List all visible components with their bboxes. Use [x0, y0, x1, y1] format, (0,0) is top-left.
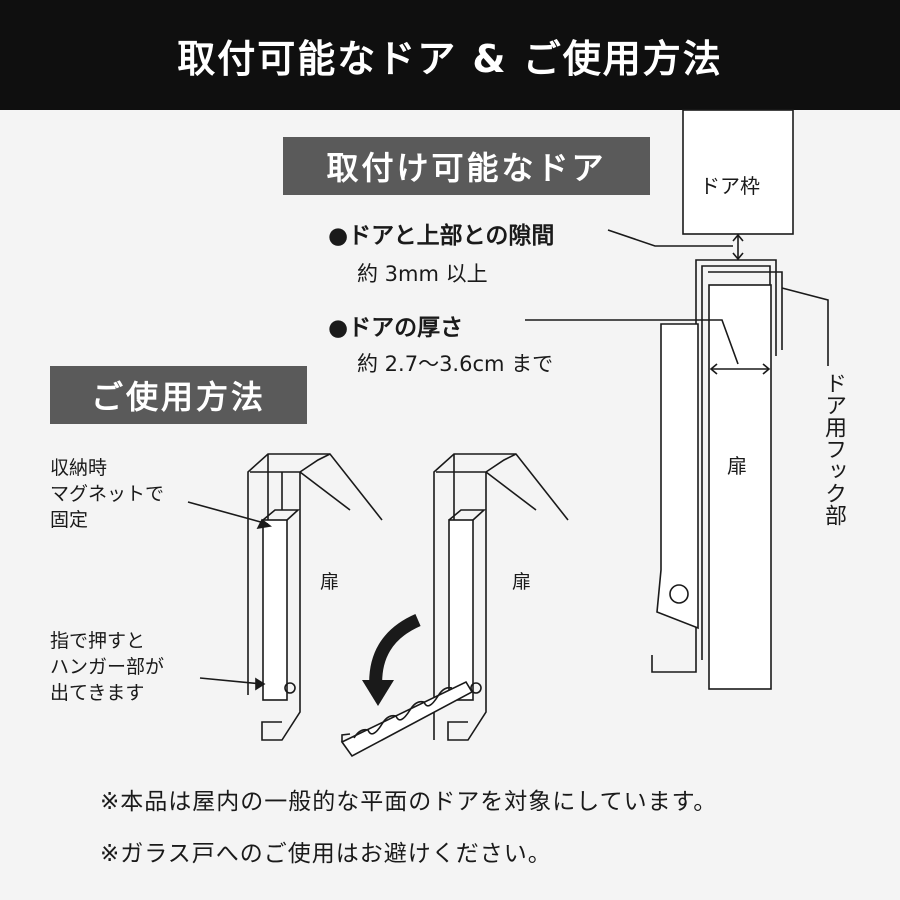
gap-spec-title: ●ドアと上部との隙間 — [328, 223, 555, 249]
press-note-line: 出てきます — [50, 682, 145, 704]
footnote-glass-doors: ※ガラス戸へのご使用はお避けください。 — [100, 841, 552, 867]
door-hook-label: ドア用フック部 — [821, 372, 846, 526]
thickness-spec-title: ●ドアの厚さ — [328, 315, 464, 341]
hanger-piece-shape — [656, 323, 699, 630]
usage-door-label-left: 扉 — [320, 571, 340, 593]
rotation-arrow — [362, 680, 394, 706]
door-label: 扉 — [727, 454, 747, 478]
press-note-line: 指で押すと — [50, 630, 146, 652]
thickness-spec-value: 約 2.7〜3.6cm まで — [357, 352, 554, 376]
gap-spec-value: 約 3mm 以上 — [357, 262, 488, 286]
press-note-line: ハンガー部が — [50, 656, 165, 678]
magnet-note-line: マグネットで — [50, 483, 165, 505]
usage-door-label-right: 扉 — [512, 571, 532, 593]
door-frame-label: ドア枠 — [700, 174, 760, 198]
section-heading-compatible-doors: 取付け可能なドア — [283, 137, 650, 195]
press-note: 指で押すと ハンガー部が 出てきます — [50, 628, 164, 706]
magnet-note: 収納時 マグネットで 固定 — [50, 455, 164, 533]
door-panel-shape — [708, 284, 772, 690]
section-heading-usage: ご使用方法 — [50, 366, 307, 424]
page-title: 取付可能なドア & ご使用方法 — [0, 0, 900, 110]
footnote-indoor-doors: ※本品は屋内の一般的な平面のドアを対象にしています。 — [100, 789, 718, 815]
magnet-note-line: 固定 — [50, 509, 89, 531]
magnet-note-line: 収納時 — [50, 457, 108, 479]
door-frame-shape — [682, 109, 794, 235]
